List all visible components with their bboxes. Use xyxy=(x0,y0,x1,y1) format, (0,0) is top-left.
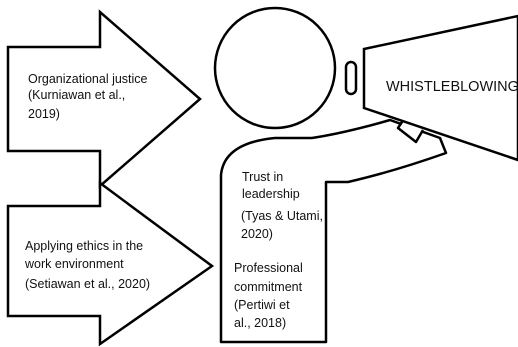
arrow-label-line: work environment xyxy=(25,257,124,271)
factor-line: 2020) xyxy=(241,227,273,241)
factor-line: Professional xyxy=(234,261,303,275)
arrow-label-line: Applying ethics in the xyxy=(25,239,144,253)
arrow-label-line: (Setiawan et al., 2020) xyxy=(25,277,151,291)
factor-line: (Pertiwi et xyxy=(234,298,290,312)
megaphone-mouthpiece xyxy=(344,60,358,96)
arrow-organizational-justice xyxy=(6,9,202,189)
factor-line: Trust in xyxy=(242,170,284,184)
arrow-label-line: Organizational justice xyxy=(28,72,148,86)
megaphone-label: WHISTLEBLOWING xyxy=(386,79,518,95)
factor-line: leadership xyxy=(242,187,300,201)
person-head xyxy=(213,6,337,130)
factor-line: al., 2018) xyxy=(234,316,287,330)
megaphone-cone xyxy=(362,14,518,162)
factor-line: (Tyas & Utami, xyxy=(241,209,323,223)
person-body xyxy=(219,118,448,344)
arrow-label-line: 2019) xyxy=(28,107,60,121)
arrow-applying-ethics xyxy=(6,180,215,347)
arrow-label-line: (Kurniawan et al., xyxy=(28,88,126,102)
factor-line: commitment xyxy=(234,280,303,294)
